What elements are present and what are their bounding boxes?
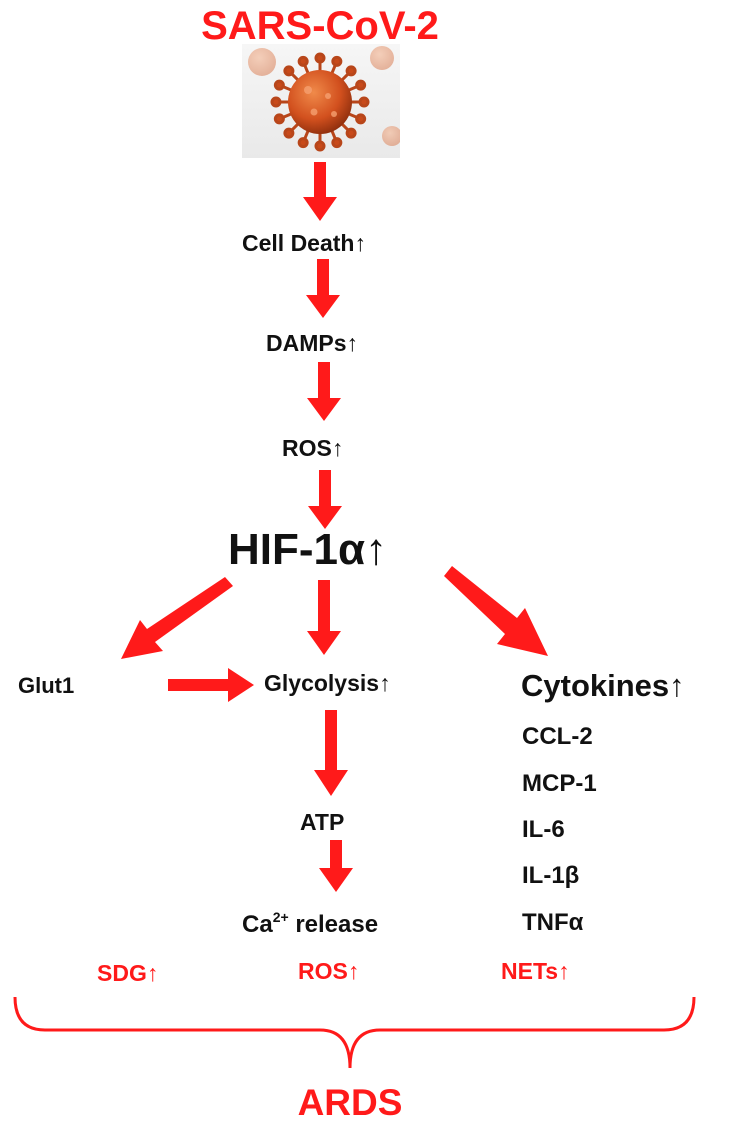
title-sars-cov-2: SARS-CoV-2 bbox=[201, 4, 439, 48]
outcome-sdg: SDG↑ bbox=[97, 960, 159, 986]
arrow-glycolysis-to-atp bbox=[314, 710, 348, 796]
cytokine-item: CCL-2 bbox=[522, 723, 593, 750]
node-atp: ATP bbox=[300, 809, 345, 835]
node-cytokines: Cytokines↑ bbox=[521, 668, 685, 703]
cytokine-item: IL-6 bbox=[522, 816, 565, 843]
ards-bracket bbox=[13, 996, 696, 1069]
up-arrow-icon: ↑ bbox=[365, 525, 388, 574]
arrow-celldeath-to-damps bbox=[306, 259, 340, 318]
up-arrow-icon: ↑ bbox=[331, 435, 344, 461]
virus-image bbox=[242, 44, 400, 158]
up-arrow-icon: ↑ bbox=[347, 958, 360, 984]
arrow-hif-to-cytokines bbox=[444, 566, 548, 656]
outcome-nets: NETs↑ bbox=[501, 958, 570, 984]
cytokine-item: IL-1β bbox=[522, 862, 580, 889]
coronavirus-icon bbox=[248, 46, 400, 152]
up-arrow-icon: ↑ bbox=[146, 960, 159, 986]
up-arrow-icon: ↑ bbox=[346, 330, 359, 356]
arrow-glut1-to-glycolysis bbox=[168, 668, 254, 702]
node-glycolysis: Glycolysis↑ bbox=[264, 670, 391, 696]
arrow-hif-to-glycolysis bbox=[307, 580, 341, 655]
node-glut1: Glut1 bbox=[18, 673, 75, 698]
cytokine-item: TNFα bbox=[522, 909, 584, 936]
arrow-atp-to-ca bbox=[319, 840, 353, 892]
up-arrow-icon: ↑ bbox=[558, 958, 570, 984]
up-arrow-icon: ↑ bbox=[354, 230, 366, 256]
up-arrow-icon: ↑ bbox=[669, 668, 685, 703]
up-arrow-icon: ↑ bbox=[379, 670, 391, 696]
node-hif-1a: HIF-1α↑ bbox=[228, 525, 388, 574]
node-damps: DAMPs↑ bbox=[266, 330, 359, 356]
node-ros-top: ROS↑ bbox=[282, 435, 344, 461]
outcome-ros: ROS↑ bbox=[298, 958, 360, 984]
arrow-ros-to-hif bbox=[308, 470, 342, 529]
arrow-damps-to-ros bbox=[307, 362, 341, 421]
result-ards: ARDS bbox=[297, 1082, 403, 1123]
cytokine-item: MCP-1 bbox=[522, 770, 597, 797]
arrow-hif-to-glut1 bbox=[121, 577, 233, 659]
node-ca-release: Ca2+ release bbox=[242, 909, 379, 938]
arrow-virus-to-celldeath bbox=[303, 162, 337, 221]
node-cell-death: Cell Death↑ bbox=[242, 230, 366, 256]
